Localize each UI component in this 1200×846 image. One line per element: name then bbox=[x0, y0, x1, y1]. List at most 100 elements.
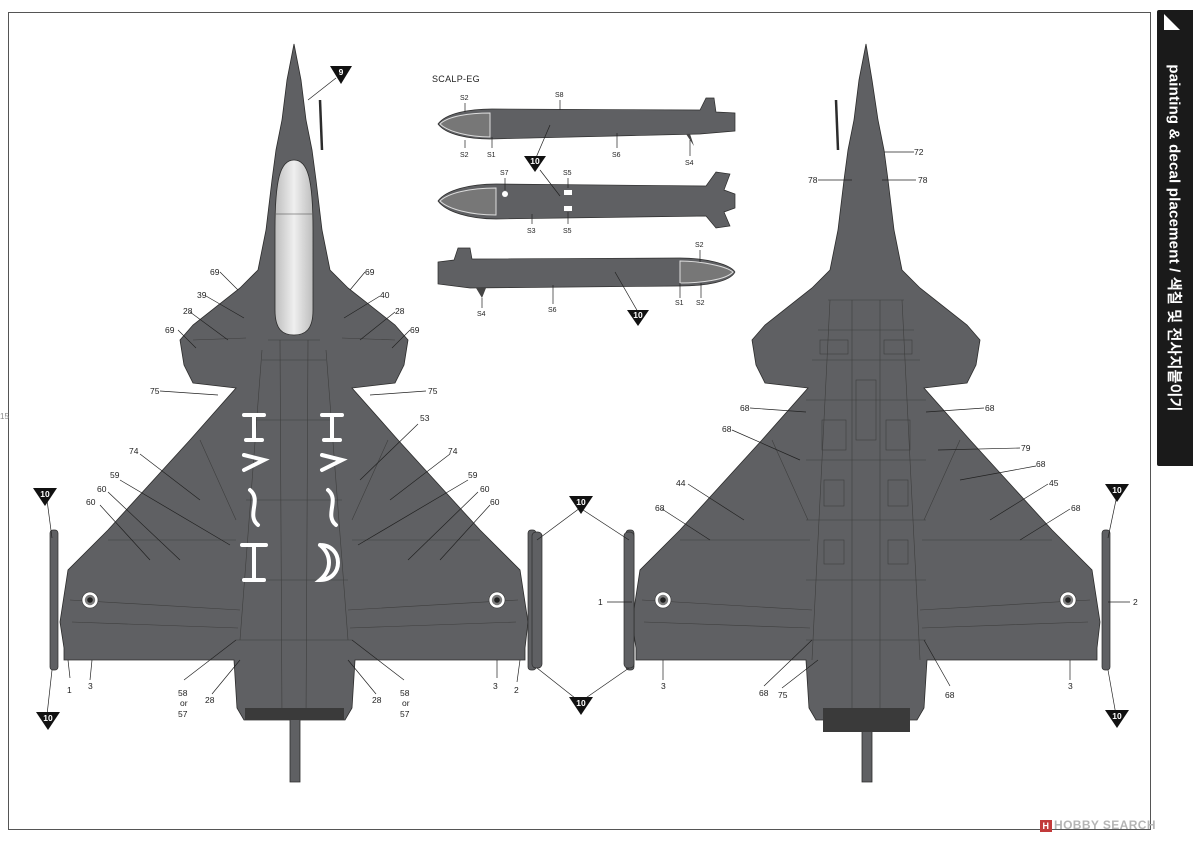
canopy bbox=[274, 159, 314, 336]
m1-s2-bot: S2 bbox=[460, 152, 469, 159]
bv-3-b: 3 bbox=[1068, 681, 1073, 691]
exhaust-block bbox=[245, 708, 344, 720]
watermark-text: HOBBY SEARCH bbox=[1054, 818, 1156, 832]
bottom-view-airframe bbox=[631, 43, 1101, 783]
bottom-roundel-right bbox=[1059, 591, 1077, 609]
m2-s3: S3 bbox=[527, 228, 536, 235]
paint-flag-left-top: 10 bbox=[33, 488, 57, 506]
tv-60-b: 60 bbox=[480, 484, 490, 494]
tv-75-a: 75 bbox=[150, 386, 160, 396]
bv-1: 1 bbox=[598, 597, 603, 607]
bv-68-c: 68 bbox=[722, 424, 732, 434]
tv-58-b: 58 bbox=[400, 688, 410, 698]
underside-detail-boxes bbox=[819, 339, 913, 565]
bv-68-h: 68 bbox=[945, 690, 955, 700]
section-tab-title: painting & decal placement / 색칠 및 전사지붙이기 bbox=[1165, 64, 1183, 412]
refuel-probe bbox=[318, 99, 324, 151]
m2-s5-top: S5 bbox=[563, 170, 572, 177]
tv-57-a: 57 bbox=[178, 709, 188, 719]
tv-or-a: or bbox=[180, 698, 188, 708]
paint-flag-right-top: 10 bbox=[1105, 484, 1129, 502]
bv-68-a: 68 bbox=[740, 403, 750, 413]
missile-view-1 bbox=[437, 97, 736, 140]
bottom-view-aircraft bbox=[625, 43, 1111, 783]
tv-60-a: 60 bbox=[97, 484, 107, 494]
svg-text:10: 10 bbox=[1112, 711, 1122, 721]
left-wingtip-rail bbox=[49, 529, 59, 671]
bv-79: 79 bbox=[1021, 443, 1031, 453]
pylon-left-rail bbox=[531, 531, 543, 669]
tv-69-a: 69 bbox=[210, 267, 220, 277]
tv-74-b: 74 bbox=[448, 446, 458, 456]
svg-text:10: 10 bbox=[43, 713, 53, 723]
svg-text:9: 9 bbox=[339, 67, 344, 77]
tv-60-d: 60 bbox=[490, 497, 500, 507]
tv-39: 39 bbox=[197, 290, 207, 300]
page-number: 15 bbox=[0, 412, 9, 421]
top-view-leader-lines bbox=[46, 77, 521, 716]
tv-28-b: 28 bbox=[395, 306, 405, 316]
roundel-right bbox=[488, 591, 506, 609]
pylon-diagram bbox=[531, 507, 635, 703]
tv-60-c: 60 bbox=[86, 497, 96, 507]
paint-flag-left-bottom: 10 bbox=[36, 712, 60, 730]
m1-s8: S8 bbox=[555, 92, 564, 99]
tv-59-a: 59 bbox=[110, 470, 120, 480]
tv-69-b: 69 bbox=[365, 267, 375, 277]
tv-69-d: 69 bbox=[410, 325, 420, 335]
pylon-flag-bottom: 10 bbox=[569, 697, 593, 715]
missile-view-2 bbox=[437, 171, 736, 229]
drawing-frame bbox=[8, 12, 1151, 830]
bv-44: 44 bbox=[676, 478, 686, 488]
bv-78-b: 78 bbox=[918, 175, 928, 185]
section-tab: painting & decal placement / 색칠 및 전사지붙이기 bbox=[1157, 10, 1193, 466]
scalp-eg-missiles: SCALP-EG S2 S8 S2 S1 S6 S4 S7 S5 S3 S5 S… bbox=[432, 74, 736, 326]
tv-53: 53 bbox=[420, 413, 430, 423]
bv-68-f: 68 bbox=[1071, 503, 1081, 513]
tv-69-c: 69 bbox=[165, 325, 175, 335]
missile-title: SCALP-EG bbox=[432, 74, 480, 84]
pylon-flag-top: 10 bbox=[569, 496, 593, 514]
svg-text:10: 10 bbox=[576, 698, 586, 708]
bottom-exhaust-block bbox=[823, 708, 910, 732]
m3-s6: S6 bbox=[548, 307, 557, 314]
paint-flag-right-bottom: 10 bbox=[1105, 710, 1129, 728]
tv-28-a: 28 bbox=[183, 306, 193, 316]
bottom-view-leader-lines bbox=[607, 151, 1130, 716]
tv-57-b: 57 bbox=[400, 709, 410, 719]
bottom-refuel-probe bbox=[834, 99, 840, 151]
bv-45: 45 bbox=[1049, 478, 1059, 488]
tv-59-b: 59 bbox=[468, 470, 478, 480]
bv-78-a: 78 bbox=[808, 175, 818, 185]
svg-text:10: 10 bbox=[576, 497, 586, 507]
bv-68-g: 68 bbox=[759, 688, 769, 698]
placement-diagram: SCALP-EG S2 S8 S2 S1 S6 S4 S7 S5 S3 S5 S… bbox=[33, 43, 1138, 783]
bv-68-d: 68 bbox=[1036, 459, 1046, 469]
svg-text:10: 10 bbox=[530, 156, 540, 166]
m3-s4: S4 bbox=[477, 311, 486, 318]
missile-paint-flag-1: 10 bbox=[524, 156, 546, 172]
roundel-left bbox=[81, 591, 99, 609]
tv-75-b: 75 bbox=[428, 386, 438, 396]
top-view-aircraft bbox=[49, 43, 537, 783]
m2-s7: S7 bbox=[500, 170, 509, 177]
m1-s1: S1 bbox=[487, 152, 496, 159]
tv-28-d: 28 bbox=[372, 695, 382, 705]
bv-68-b: 68 bbox=[985, 403, 995, 413]
m1-s4: S4 bbox=[685, 160, 694, 167]
bv-68-e: 68 bbox=[655, 503, 665, 513]
bv-72: 72 bbox=[914, 147, 924, 157]
m1-s2-top: S2 bbox=[460, 95, 469, 102]
tv-74-a: 74 bbox=[129, 446, 139, 456]
top-view-airframe bbox=[59, 43, 529, 783]
top-view-labels: 69 69 39 40 28 28 69 69 75 75 53 74 74 5… bbox=[33, 66, 519, 730]
section-tab-arrow-icon bbox=[1164, 14, 1180, 30]
watermark-logo-icon: H bbox=[1040, 819, 1052, 832]
svg-text:10: 10 bbox=[1112, 485, 1122, 495]
bv-75: 75 bbox=[778, 690, 788, 700]
bv-3-a: 3 bbox=[661, 681, 666, 691]
tv-2: 2 bbox=[514, 685, 519, 695]
tv-3-b: 3 bbox=[493, 681, 498, 691]
m1-s6: S6 bbox=[612, 152, 621, 159]
